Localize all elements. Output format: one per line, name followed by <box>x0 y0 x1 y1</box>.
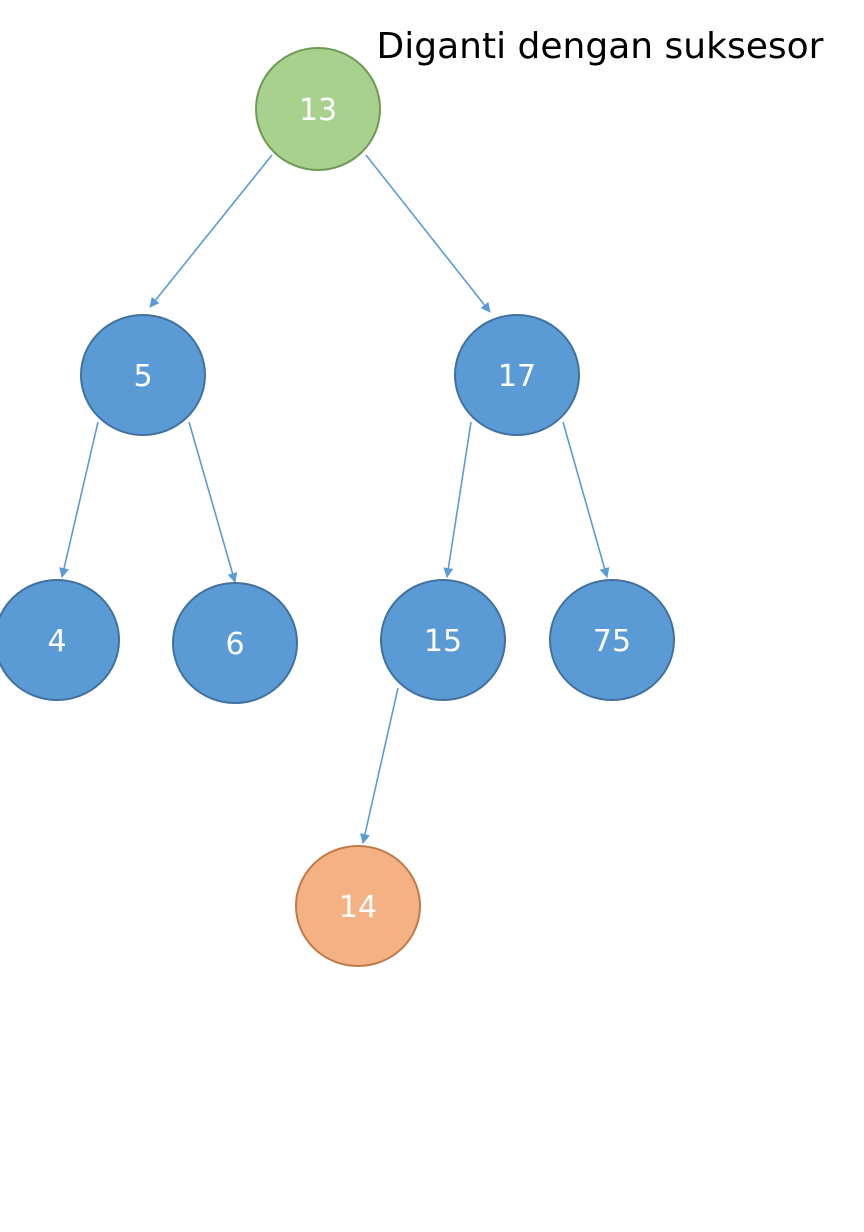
edge-arrow-13-to-17 <box>365 154 491 313</box>
node-circle-13 <box>255 47 381 171</box>
node-label-6: 6 <box>225 627 244 662</box>
edge-arrow-17-to-75 <box>562 421 610 578</box>
tree-node-75: 75 <box>549 579 675 701</box>
tree-node-15: 15 <box>380 579 506 701</box>
node-circle-14 <box>295 845 421 967</box>
edges-layer <box>59 154 610 844</box>
tree-node-6: 6 <box>172 582 298 704</box>
edge-arrow-17-to-15 <box>443 421 472 578</box>
node-circle-5 <box>80 314 206 436</box>
node-label-5: 5 <box>133 359 152 394</box>
node-circle-4 <box>0 579 120 701</box>
node-label-14: 14 <box>339 890 377 925</box>
tree-node-13: 13 <box>255 47 381 171</box>
node-label-4: 4 <box>47 624 66 659</box>
edge-arrow-15-to-14 <box>360 687 399 844</box>
edge-arrow-13-to-5 <box>149 154 273 308</box>
node-label-17: 17 <box>498 359 536 394</box>
node-circle-6 <box>172 582 298 704</box>
node-circle-15 <box>380 579 506 701</box>
caption-text: Diganti dengan suksesor <box>377 26 824 67</box>
node-label-13: 13 <box>299 93 337 128</box>
node-label-15: 15 <box>424 624 462 659</box>
node-circle-75 <box>549 579 675 701</box>
tree-node-5: 5 <box>80 314 206 436</box>
edge-arrow-5-to-4 <box>59 421 99 578</box>
tree-node-17: 17 <box>454 314 580 436</box>
node-label-75: 75 <box>593 624 631 659</box>
tree-node-4: 4 <box>0 579 120 701</box>
node-circle-17 <box>454 314 580 436</box>
tree-node-14: 14 <box>295 845 421 967</box>
edge-arrow-5-to-6 <box>188 421 238 583</box>
nodes-layer: 13 5 17 4 6 15 75 14 <box>0 47 675 967</box>
